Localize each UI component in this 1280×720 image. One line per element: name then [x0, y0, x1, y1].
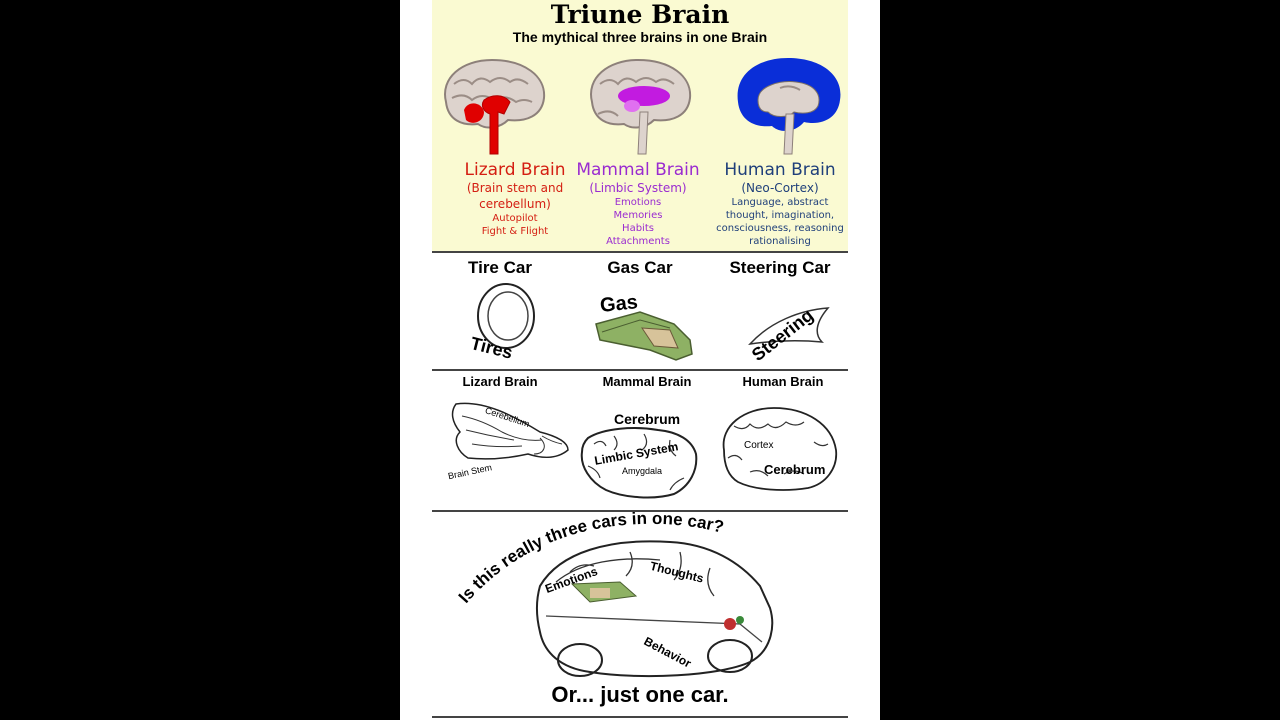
brain-desc-line: Autopilot [492, 213, 538, 224]
divider [432, 510, 848, 512]
brain-desc-line: Memories [613, 210, 663, 221]
answer-text: Or... just one car. [551, 682, 729, 707]
mammal-brain-illustration [590, 58, 692, 155]
brain-subtitle-line: (Brain stem and [466, 181, 564, 195]
brain-stem-label: Brain Stem [447, 462, 493, 481]
human-brain-sketch: Cortex Cerebrum [722, 407, 838, 491]
cerebrum-label: Cerebrum [764, 462, 825, 477]
brain-desc-line: Habits [622, 223, 654, 234]
brain-subtitle-line: (Neo-Cortex) [741, 181, 819, 195]
poster-title: Triune Brain [550, 0, 730, 29]
gas-car-label: Gas Car [607, 258, 673, 277]
amygdala-label: Amygdala [622, 466, 662, 476]
steering-sketch: Steering [748, 305, 830, 365]
divider [432, 369, 848, 371]
tire-sketch: Tires [468, 283, 535, 363]
lizard-brain-sketch-label: Lizard Brain [462, 374, 538, 389]
tire-car-label: Tire Car [468, 258, 532, 277]
brain-name: Lizard Brain [464, 160, 566, 180]
triune-brain-poster: Triune Brain The mythical three brains i… [400, 0, 880, 720]
limbic-system-label: Limbic System [593, 439, 679, 467]
lizard-brain-column: Lizard Brain (Brain stem and cerebellum)… [440, 160, 590, 238]
car-brain-illustration: Is this really three cars in one car? Em… [455, 512, 774, 678]
mammal-brain-column: Mammal Brain (Limbic System) Emotions Me… [570, 160, 706, 248]
divider [432, 251, 848, 253]
brain-desc-line: Emotions [614, 197, 662, 208]
brain-desc-line: rationalising [749, 236, 811, 247]
behavior-tag: Behavior [642, 634, 694, 671]
lizard-brain-illustration [444, 58, 546, 155]
brain-desc-line: Language, abstract [731, 197, 829, 208]
human-brain-column: Human Brain (Neo-Cortex) Language, abstr… [710, 160, 850, 248]
divider [432, 716, 848, 718]
lizard-brain-sketch: Cerebellum Brain Stem [447, 402, 569, 481]
mammal-brain-sketch: Cerebrum Limbic System Amygdala [580, 411, 698, 499]
brain-desc-line: Attachments [606, 236, 670, 247]
gas-tank-sketch: Gas [595, 291, 693, 361]
thoughts-tag: Thoughts [649, 559, 706, 586]
brain-desc-line: thought, imagination, [725, 210, 835, 221]
brain-subtitle-line: cerebellum) [479, 197, 551, 211]
brain-desc-line: Fight & Flight [481, 226, 549, 237]
brain-subtitle-line: (Limbic System) [589, 181, 687, 195]
brain-desc-line: consciousness, reasoning [716, 223, 844, 234]
human-brain-illustration [737, 58, 841, 155]
brain-name: Human Brain [724, 160, 836, 180]
steering-car-label: Steering Car [729, 258, 831, 277]
cortex-label: Cortex [744, 440, 773, 451]
tires-word: Tires [468, 333, 514, 363]
poster-subtitle: The mythical three brains in one Brain [512, 29, 768, 45]
cerebrum-label: Cerebrum [614, 411, 680, 427]
brain-name: Mammal Brain [576, 160, 700, 180]
gas-word: Gas [599, 291, 639, 317]
human-brain-sketch-label: Human Brain [742, 374, 824, 389]
mammal-brain-sketch-label: Mammal Brain [602, 374, 692, 389]
